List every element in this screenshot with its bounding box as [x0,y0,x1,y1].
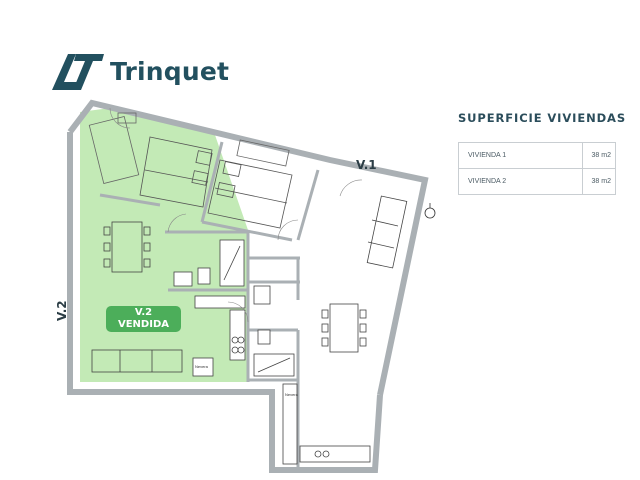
logo-a-mark [52,54,80,90]
table-row: VIVIENDA 2 38 m2 [458,168,616,195]
interior-walls [99,141,320,470]
sold-badge-status: VENDIDA [117,318,169,330]
v2-bathroom [173,239,245,287]
unit-area: 38 m2 [582,168,616,195]
v2-wardrobe [88,116,140,184]
logo-t-mark [73,54,104,90]
v1-kitchen [282,383,371,465]
fridge-label-v2: Nevera [195,364,208,369]
unit-v2-label: V.2 [55,300,69,321]
unit-v1-label: V.1 [356,158,377,172]
outer-walls [67,99,429,473]
v2-dining-table [103,221,151,273]
v1-bathroom [253,285,295,377]
brand-name: Trinquet [110,57,230,86]
trinquet-logo [52,54,104,90]
v2-kitchen [192,295,246,377]
surface-table: VIVIENDA 1 38 m2 VIVIENDA 2 38 m2 [458,142,616,195]
v2-bed [139,136,213,208]
sold-badge-unit: V.2 [134,307,153,318]
sold-badge: V.2 VENDIDA [106,306,181,332]
fridge-label-v1: Nevera [285,392,298,397]
v2-sofa [91,349,183,373]
v1-wardrobe [236,139,290,167]
door-swings [109,107,363,323]
north-compass-icon [424,203,436,219]
v1-dining-table [321,303,367,353]
v1-bed [207,159,293,229]
v1-sofa [366,195,408,269]
surface-table-title: SUPERFICIE VIVIENDAS [458,111,627,125]
v2-bedside [117,112,137,124]
unit-name: VIVIENDA 2 [458,168,583,195]
